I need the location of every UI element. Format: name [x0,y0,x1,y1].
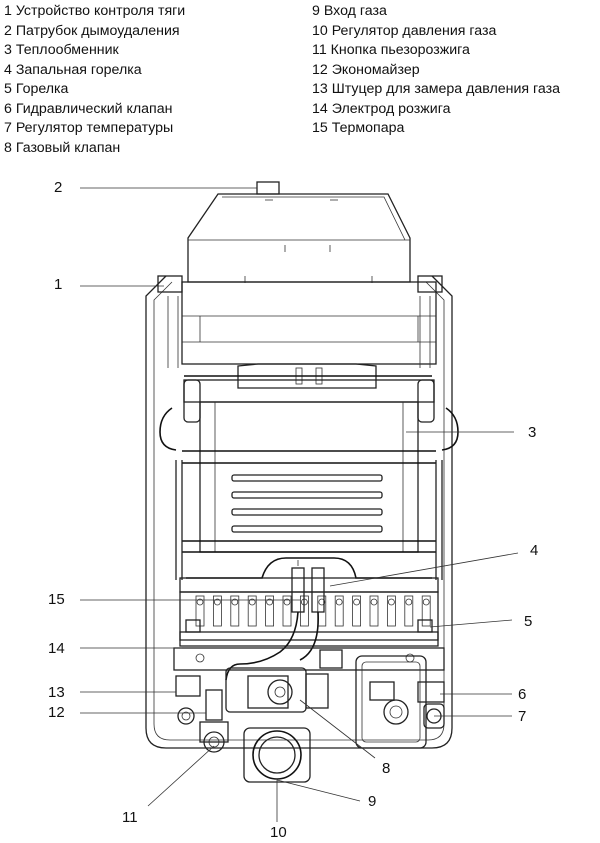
leader-11 [147,745,215,807]
casing [145,275,453,749]
legend-item-9: 9 Вход газа [312,3,387,19]
burner-nozzle [212,595,222,627]
callout-9: 9 [368,793,376,810]
callout-13: 13 [48,684,65,701]
legend-item-11: 11 Кнопка пьезорозжига [312,42,470,58]
leader-4 [329,552,519,587]
callout-6: 6 [518,686,526,703]
legend-item-7: 7 Регулятор температуры [4,120,174,136]
leader-lines [80,187,519,822]
burner-nozzle [265,595,275,627]
burner-nozzle-tip [248,598,256,606]
legend-column-right: 9 Вход газа 10 Регулятор давления газа 1… [312,2,560,139]
gas-water-unit [173,647,445,783]
legend-item-4: 4 Запальная горелка [4,61,142,78]
leader-9 [276,779,361,802]
callout-11: 11 [122,809,138,826]
legend-column-left: 1 Устройство контроля тяги 2 Патрубок ды… [4,2,185,158]
callout-15: 15 [48,591,65,608]
burner-nozzle-tip [266,598,274,606]
callout-7: 7 [518,708,526,725]
legend-item-15: 15 Термопара [312,120,405,136]
leader-5 [429,619,513,628]
callout-10: 10 [270,824,287,841]
legend-item-12: 12 Экономайзер [312,61,420,78]
callout-numbers: 1 2 3 4 5 6 7 8 9 10 11 12 13 14 15 [48,179,538,841]
burner-nozzle [386,595,396,627]
burner-nozzle-tip [335,598,343,606]
callout-2: 2 [54,179,62,196]
burner-nozzle-tip [387,598,395,606]
burner-nozzle-tip [283,598,291,606]
legend-item-1: 1 Устройство контроля тяги [4,3,186,19]
burner-nozzle [352,595,362,627]
burner-nozzle [334,595,344,627]
callout-12: 12 [48,704,65,721]
callout-3: 3 [528,424,536,441]
callout-8: 8 [382,760,390,777]
burner-nozzle [369,595,379,627]
burner-nozzle-tip [231,598,239,606]
legend-item-3: 3 Теплообменник [4,42,119,58]
burner-nozzle [421,595,431,627]
callout-4: 4 [530,542,538,559]
legend-item-8: 8 Газовый клапан [4,139,121,156]
burner-nozzle [247,595,257,627]
legend-item-14: 14 Электрод розжига [312,100,451,117]
burner-nozzle [282,595,292,627]
callout-14: 14 [48,640,65,657]
legend-item-10: 10 Регулятор давления газа [312,22,497,39]
burner-nozzle-tip [213,598,221,606]
burner-nozzle-tip [353,598,361,606]
burner-nozzle-tip [422,598,430,606]
callout-5: 5 [524,613,532,630]
flue-outlet [187,181,411,283]
legend-item-5: 5 Горелка [4,81,69,97]
legend-item-13: 13 Штуцер для замера давления газа [312,81,561,97]
legend-item-6: 6 Гидравлический клапан [4,100,173,117]
draft-hood [167,281,437,389]
burner-nozzle-tip [318,598,326,606]
burner-nozzle [317,595,327,627]
burner-nozzle-tip [405,598,413,606]
burner-nozzles [195,595,431,627]
burner-nozzle-tip [370,598,378,606]
callout-1: 1 [54,276,62,293]
burner-nozzle-tip [196,598,204,606]
burner-nozzle [404,595,414,627]
heat-exchanger [159,379,459,580]
leader-8 [299,699,376,759]
burner-nozzle [230,595,240,627]
legend-item-2: 2 Патрубок дымоудаления [4,22,180,39]
